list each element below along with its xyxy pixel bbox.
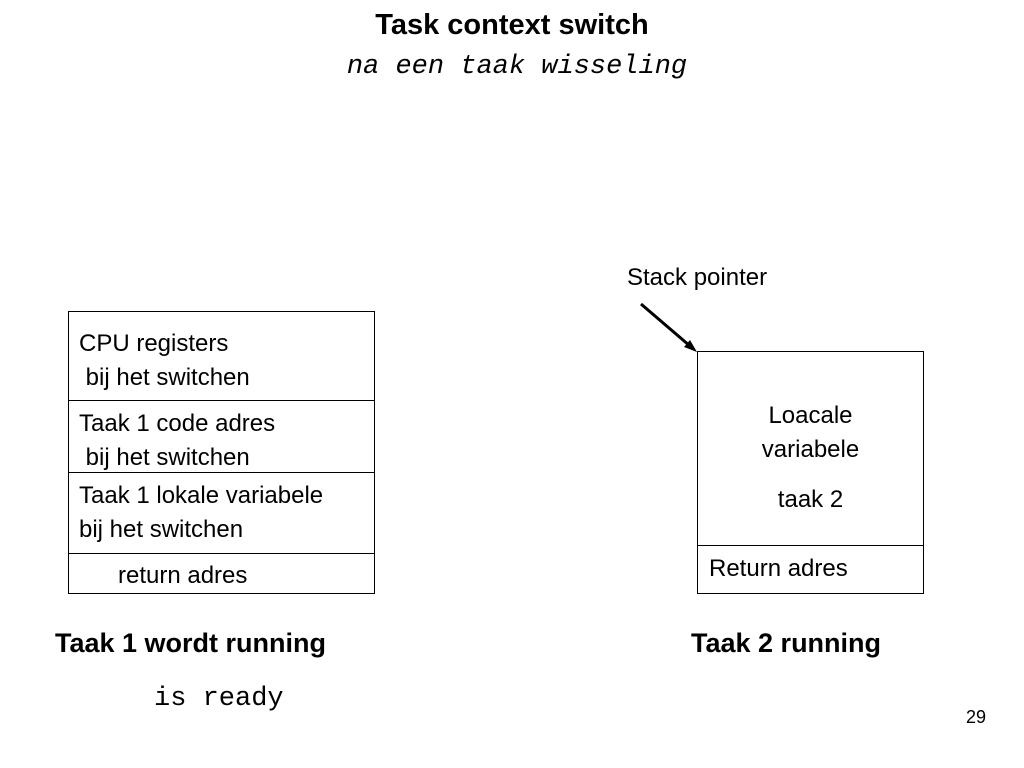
stack1-cell-return-address: return adres [69,554,374,594]
task2-caption: Taak 2 running [691,628,882,658]
stack1-cell-cpu-registers: CPU registers bij het switchen [69,312,374,401]
task1-ready-note: is ready [154,684,284,714]
stack1-cell-line: bij het switchen [79,444,250,471]
stack-pointer-arrow-head [684,340,697,352]
stack1-cell-line: return adres [118,562,248,589]
slide-title: Task context switch [375,9,649,41]
stack1-cell-code-address: Taak 1 code adres bij het switchen [69,401,374,473]
page-number: 29 [965,707,986,727]
stack2-cell-line: taak 2 [777,486,844,513]
stack1-cell-line: Taak 1 lokale variabele [79,482,324,509]
stack1-cell-line: bij het switchen [79,516,244,543]
stack1-cell-local-variables: Taak 1 lokale variabele bij het switchen [69,473,374,554]
stack1-cell-line: Taak 1 code adres [79,410,276,437]
task2-stack: Loacale variabele taak 2 Return adres [697,351,924,594]
stack2-cell-line: Return adres [709,555,848,582]
slide-subtitle: na een taak wisseling [346,52,688,82]
stack-pointer-label: Stack pointer [627,264,768,291]
stack2-cell-return-address: Return adres [698,546,923,594]
stack1-cell-line: bij het switchen [79,364,250,391]
stack2-cell-line: Loacale [768,402,853,429]
task1-caption: Taak 1 wordt running [55,628,327,658]
stack1-cell-line: CPU registers [79,330,229,357]
task1-stack: CPU registers bij het switchen Taak 1 co… [68,311,375,594]
stack2-cell-local-variables: Loacale variabele taak 2 [698,352,923,546]
stack2-cell-line: variabele [761,436,860,463]
stack-pointer-arrow-line [640,302,691,348]
